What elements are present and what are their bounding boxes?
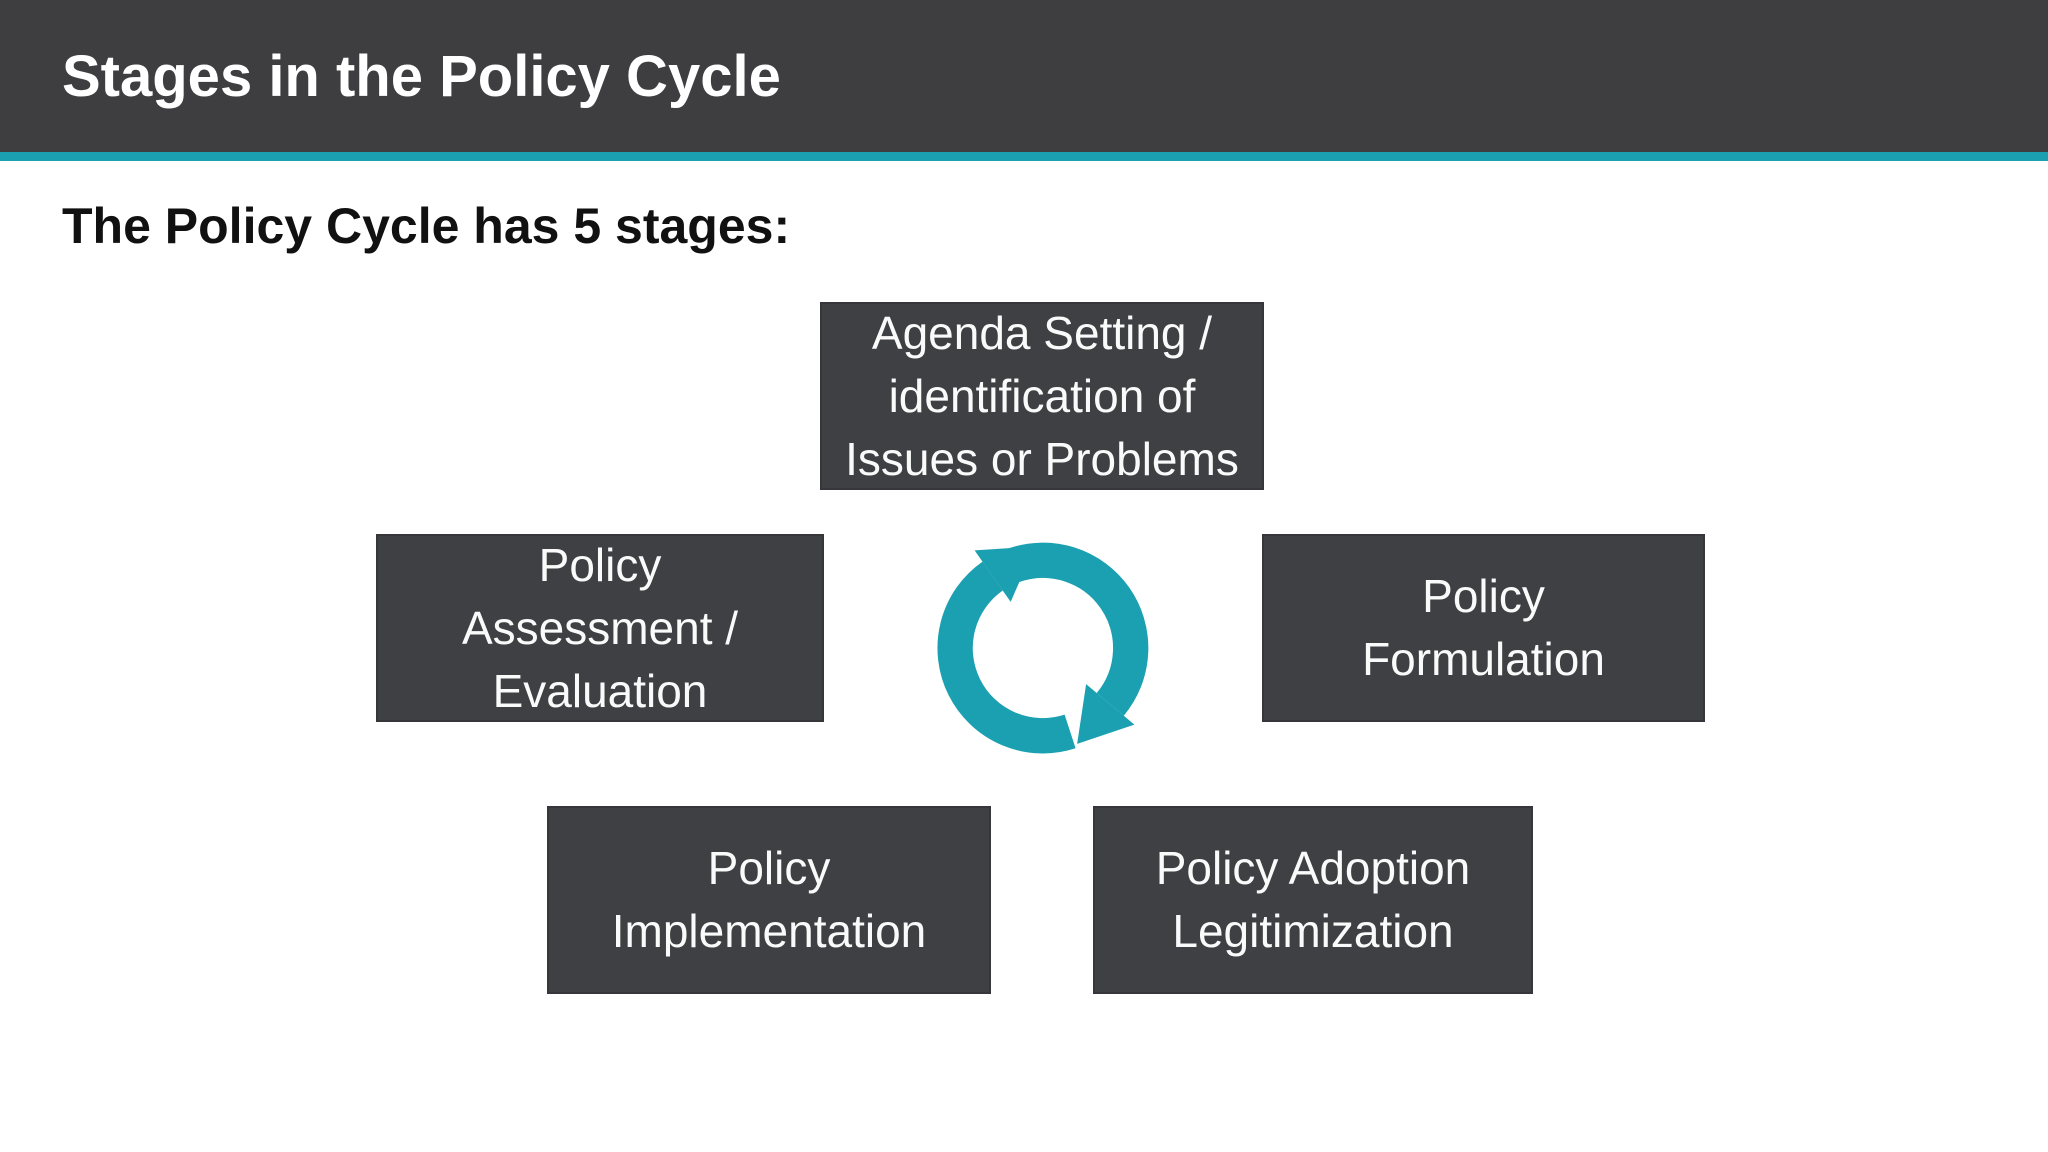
stage-label-line: Formulation [1362, 633, 1605, 685]
stage-box-policy-implementation: Policy Implementation [547, 806, 991, 994]
stage-label-line: identification of [888, 369, 1196, 422]
stage-label-line: Legitimization [1172, 905, 1454, 957]
stage-box-policy-formulation: Policy Formulation [1262, 534, 1705, 722]
stage-label-line: Policy [1422, 570, 1545, 622]
stage-label-line: Policy [538, 538, 662, 591]
stage-box-agenda-setting: Agenda Setting / identification of Issue… [820, 302, 1264, 490]
slide-subtitle: The Policy Cycle has 5 stages: [62, 198, 791, 254]
slide-header: Stages in the Policy Cycle [0, 0, 2048, 152]
cycle-arrows-icon [937, 542, 1149, 754]
stage-label-line: Policy [707, 842, 831, 894]
stage-label-line: Implementation [611, 905, 927, 957]
stage-label-line: Assessment / [461, 601, 739, 654]
stage-label-line: Evaluation [492, 664, 708, 717]
stage-label-line: Policy Adoption [1155, 842, 1471, 894]
header-accent-rule [0, 152, 2048, 161]
stage-box-policy-adoption: Policy Adoption Legitimization [1093, 806, 1533, 994]
stage-label-line: Issues or Problems [845, 432, 1239, 485]
stage-box-policy-assessment: Policy Assessment / Evaluation [376, 534, 824, 722]
slide-title: Stages in the Policy Cycle [62, 43, 781, 109]
stage-label-line: Agenda Setting / [871, 306, 1213, 359]
